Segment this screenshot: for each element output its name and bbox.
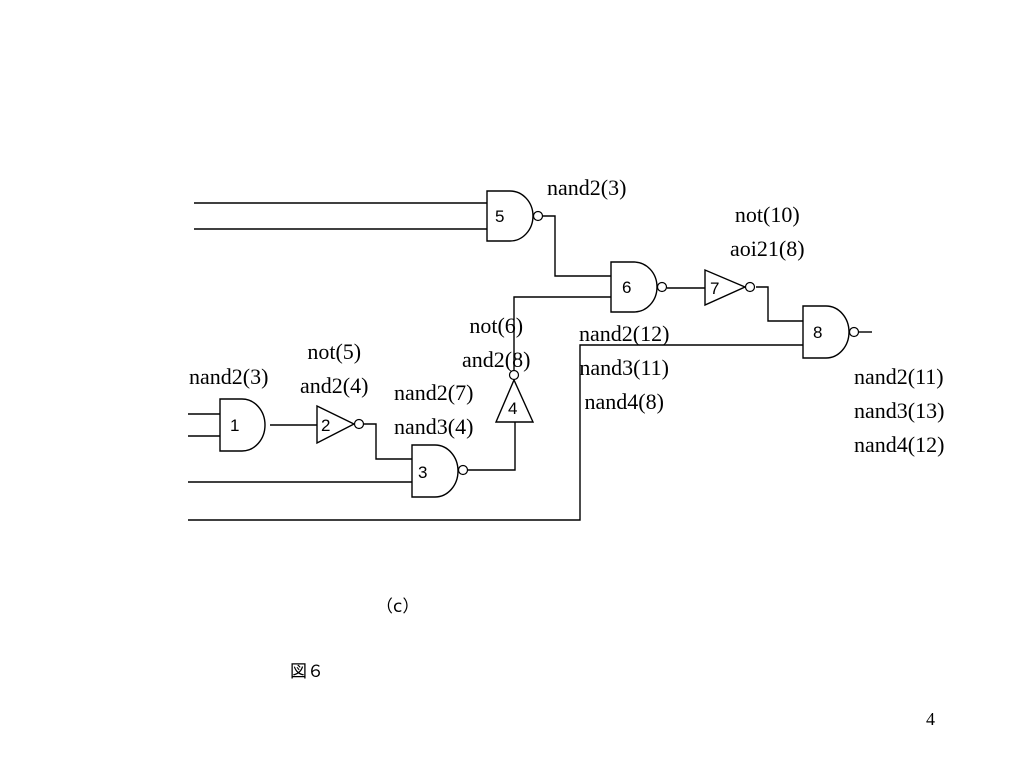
annotation-line: not(10) — [734, 202, 800, 227]
gate-3-number: 3 — [418, 463, 427, 482]
annotation-line: nand4(12) — [854, 432, 945, 457]
figure-label: 図６ — [290, 662, 324, 682]
gate-6-number: 6 — [622, 278, 631, 297]
wire-3-to-4 — [468, 422, 516, 471]
not-gate-2-body — [316, 404, 356, 445]
wire-7-to-8 — [756, 286, 803, 322]
annotation-line: nand3(13) — [854, 398, 945, 423]
gate-7-number: 7 — [710, 279, 719, 298]
annotation-line: and2(4) — [300, 373, 369, 398]
annotation-line: nand2(3) — [189, 364, 269, 389]
annotation-line: nand2(3) — [547, 175, 627, 200]
gate-6: 6 — [610, 261, 668, 313]
gate-8-annotation: nand2(11) nand3(13) nand4(12) — [854, 360, 944, 462]
nand-gate-6-body — [610, 261, 658, 313]
gate-2: 2 — [316, 404, 365, 445]
gate-2-number: 2 — [321, 416, 330, 435]
gate-4-bubble — [508, 369, 520, 381]
not-gate-7-body — [704, 268, 747, 307]
gate-5-number: 5 — [495, 207, 504, 226]
gate-3-annotation: nand2(7) nand3(4) — [394, 376, 473, 444]
gate-1-number: 1 — [230, 416, 239, 435]
annotation-line: nand4(8) — [584, 389, 664, 414]
gate-2-bubble — [353, 418, 365, 430]
gate-4: 4 — [494, 369, 535, 423]
wire-5-to-6 — [543, 215, 611, 277]
gate-7-annotation: not(10) aoi21(8) — [730, 198, 805, 266]
gate-3-bubble — [457, 464, 469, 476]
gate-6-bubble — [656, 281, 668, 293]
gate-1-annotation: nand2(3) — [189, 360, 268, 394]
gate-5-bubble — [532, 210, 544, 222]
gate-1: 1 — [219, 398, 266, 452]
nand-gate-1-body — [219, 398, 266, 452]
gate-6-annotation: nand2(12) nand3(11) nand4(8) — [579, 317, 669, 419]
annotation-line: not(6) — [469, 313, 524, 338]
gate-7-bubble — [744, 281, 756, 293]
gate-2-annotation: not(5) and2(4) — [300, 335, 368, 403]
annotation-line: nand2(12) — [579, 321, 670, 346]
annotation-line: aoi21(8) — [730, 236, 805, 261]
wires — [188, 202, 872, 521]
figure-caption: （c） — [376, 597, 420, 617]
nand-gate-3-body — [411, 444, 459, 498]
annotation-line: nand3(11) — [579, 355, 670, 380]
gate-4-number: 4 — [508, 399, 517, 418]
page-number: 4 — [926, 709, 935, 729]
gate-7: 7 — [704, 268, 756, 307]
nand-gate-5-body — [486, 190, 534, 242]
gate-3: 3 — [411, 444, 469, 498]
wire-4-to-6 — [513, 296, 611, 370]
wire-2-to-3 — [364, 423, 412, 460]
annotation-line: and2(8) — [462, 347, 531, 372]
not-gate-4-body — [494, 378, 535, 423]
wire-input-8b — [188, 344, 803, 521]
annotation-line: nand2(7) — [394, 380, 474, 405]
gate-8-number: 8 — [813, 323, 822, 342]
gate-8: 8 — [802, 305, 860, 359]
annotation-line: nand3(4) — [394, 414, 474, 439]
gate-5: 5 — [486, 190, 544, 242]
annotation-line: nand2(11) — [854, 364, 944, 389]
nand-gate-8-body — [802, 305, 850, 359]
gate-8-bubble — [848, 326, 860, 338]
gate-4-annotation: not(6) and2(8) — [462, 309, 530, 377]
gate-5-annotation: nand2(3) — [547, 171, 626, 205]
annotation-line: not(5) — [307, 339, 362, 364]
